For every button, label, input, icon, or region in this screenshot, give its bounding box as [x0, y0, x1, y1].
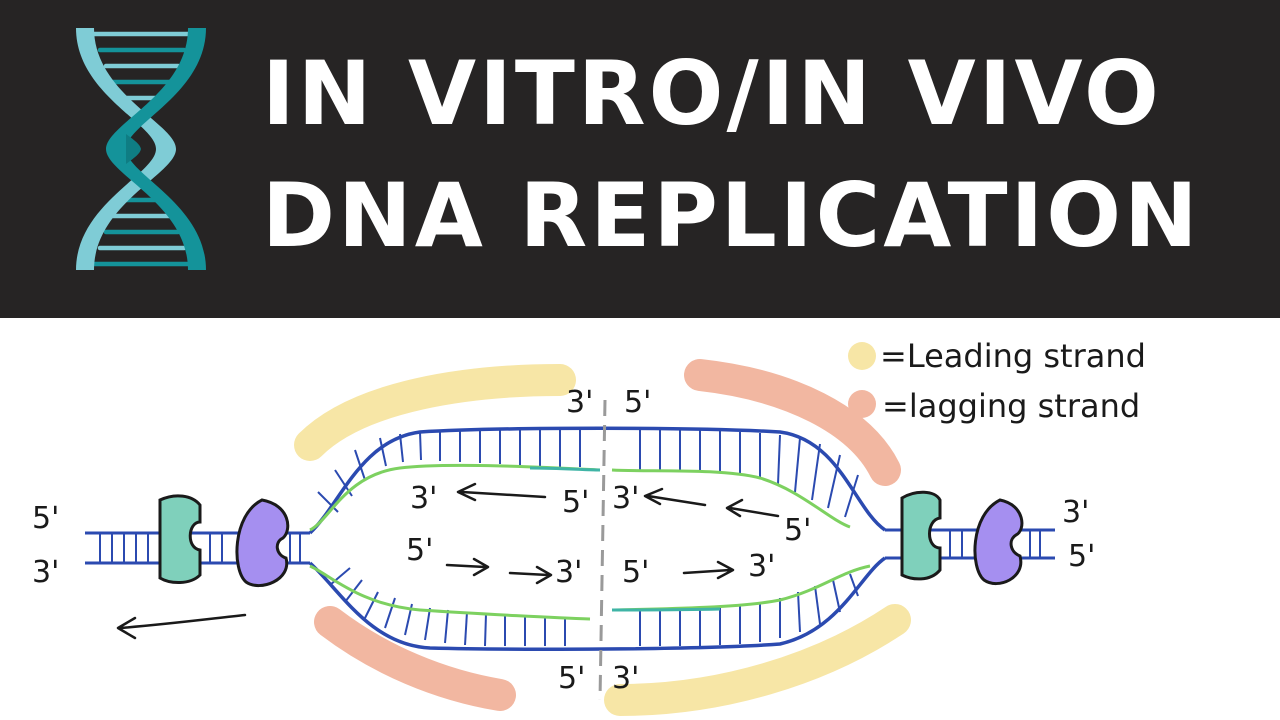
label-top-center-left: 3': [566, 385, 593, 420]
lagging-legend-dot: [848, 390, 876, 418]
label-inner-lower-left: 5': [406, 533, 433, 568]
label-inner-upper-left: 3': [410, 481, 437, 516]
label-left-top: 5': [32, 501, 59, 536]
arrow-lower-1: [445, 557, 490, 577]
leading-highlight-top: [294, 364, 576, 461]
helicase-left: [235, 498, 290, 588]
title-line-1: IN VITRO/IN VIVO: [262, 42, 1162, 145]
arrow-upper-far-right: [725, 498, 780, 518]
leading-legend-dot: [848, 342, 876, 370]
lagging-highlight-top: [684, 359, 901, 486]
parent-strand-top: [308, 426, 887, 535]
origin-dashed-line: [598, 399, 607, 701]
arrow-upper-right: [643, 487, 707, 507]
label-bottom-center-left: 5': [558, 661, 585, 696]
leading-highlight-bottom: [604, 604, 911, 716]
primase-right: [900, 490, 942, 581]
label-right-top: 3': [1062, 495, 1089, 530]
new-strand-bottom-left: [309, 564, 591, 621]
arrow-lower-3: [682, 560, 735, 580]
new-strand-bottom-right: [611, 564, 871, 612]
label-inner-lower-mid-3: 3': [555, 555, 582, 590]
label-inner-upper-right: 5': [784, 513, 811, 548]
label-right-bottom: 5': [1068, 539, 1095, 574]
label-top-center-right: 5': [624, 385, 651, 420]
arrow-left-bottom: [116, 613, 247, 640]
arrow-lower-2: [508, 565, 553, 585]
new-strand-teal-top: [529, 466, 601, 472]
new-strand-teal-bottom: [611, 607, 721, 612]
lagging-highlight-bottom: [314, 606, 516, 711]
legend-lagging-text: =lagging strand: [882, 387, 1140, 425]
label-inner-upper-mid-5: 5': [562, 485, 589, 520]
label-bottom-center-right: 3': [612, 661, 639, 696]
label-left-bottom: 3': [32, 555, 59, 590]
legend-leading-text: =Leading strand: [880, 337, 1146, 375]
parent-strand-bottom: [308, 556, 887, 651]
dna-helix-icon: [76, 28, 206, 270]
new-strand-top-right: [611, 468, 851, 529]
label-inner-lower-mid-5: 5': [622, 555, 649, 590]
label-inner-lower-right: 3': [748, 549, 775, 584]
primase-left: [158, 494, 202, 584]
helicase-right: [973, 498, 1024, 586]
label-inner-upper-mid-3: 3': [612, 481, 639, 516]
replication-bubble-diagram: 5' 3' 3' 5' 3' 5' 5' 3' 3' 5' 3' 5' 5' 3…: [32, 337, 1146, 716]
arrow-upper-left: [456, 482, 547, 502]
title-banner: [0, 0, 1280, 318]
title-line-2: DNA REPLICATION: [262, 164, 1201, 267]
